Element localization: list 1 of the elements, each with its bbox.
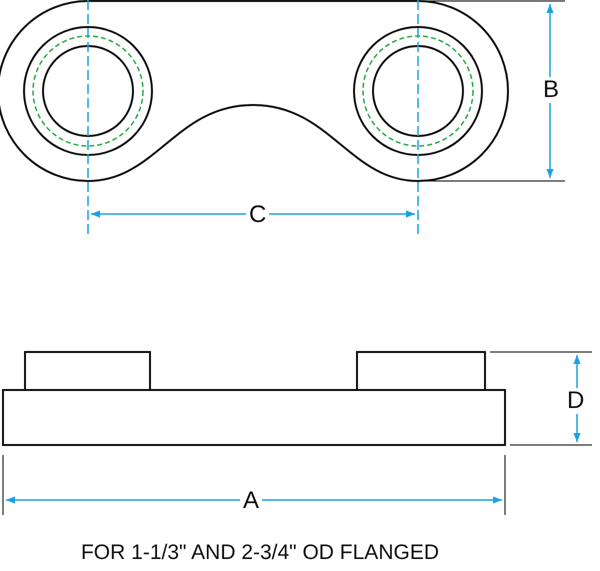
caption: FOR 1-1/3" AND 2-3/4" OD FLANGED: [80, 541, 440, 565]
